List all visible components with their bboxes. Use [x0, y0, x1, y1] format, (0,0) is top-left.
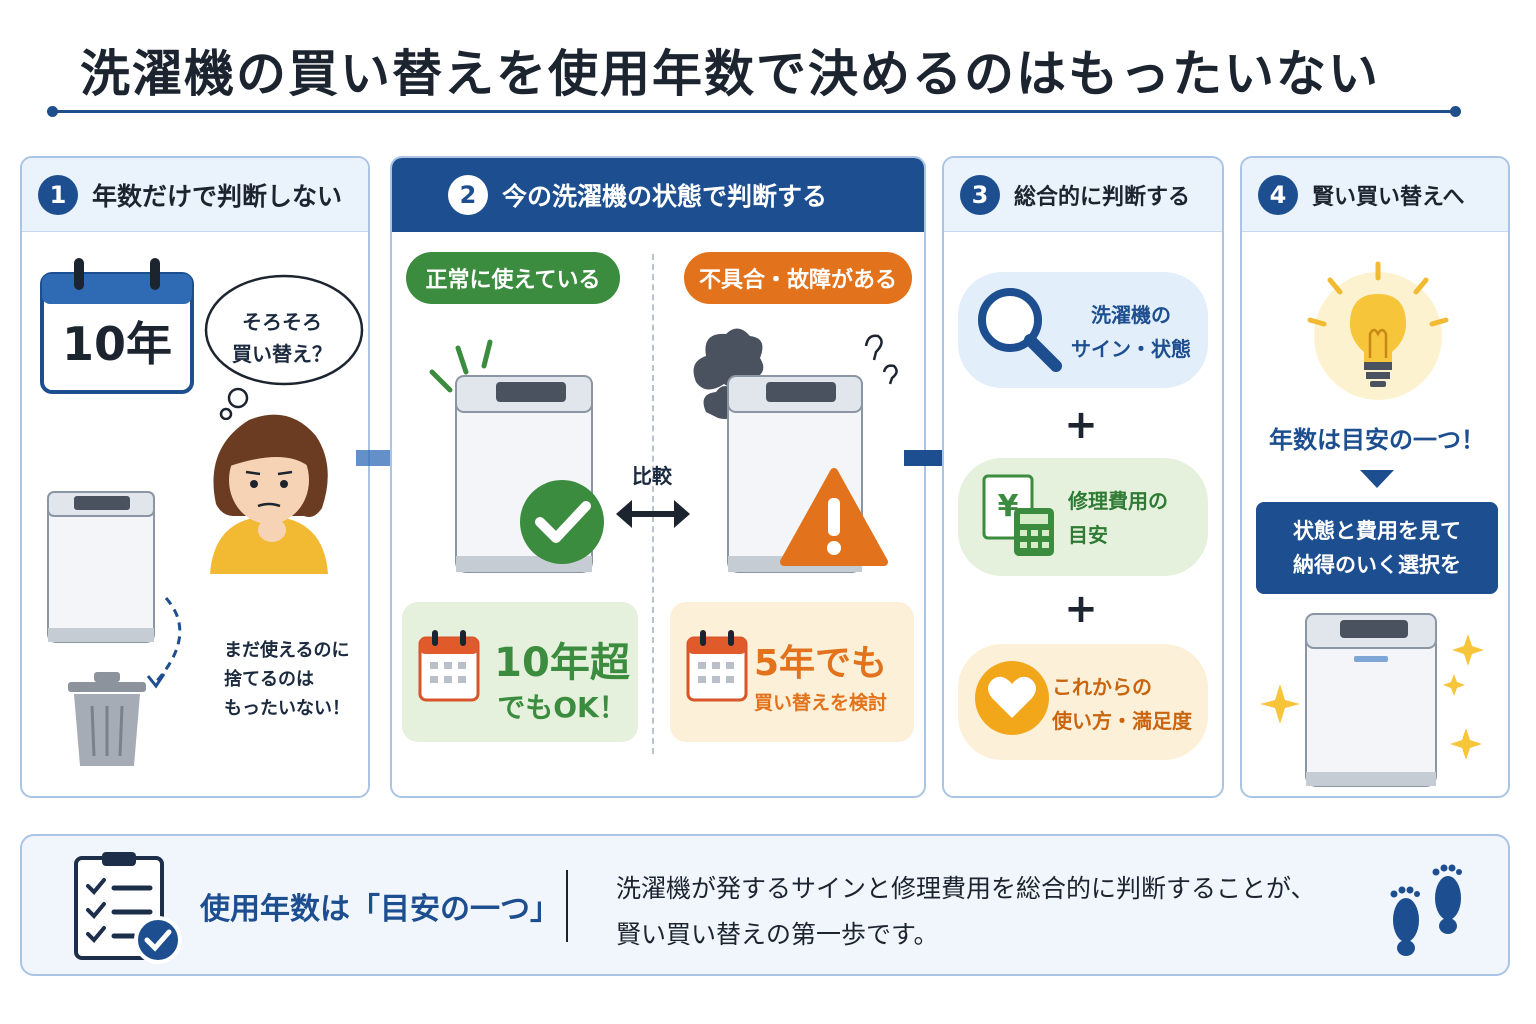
- thought-bubble-icon: [204, 274, 364, 420]
- panel-4-title: 賢い買い替えへ: [1312, 184, 1465, 210]
- malfunction-label: 不具合・故障がある: [684, 252, 912, 304]
- summary-banner: 使用年数は「目安の一つ」 洗濯機が発するサインと修理費用を総合的に判断することが…: [20, 834, 1510, 976]
- plus-sign-1: +: [1064, 402, 1098, 448]
- light-bulb-icon: [1307, 261, 1449, 400]
- magnifier-icon: [978, 288, 1062, 372]
- trash-can-icon: [68, 672, 146, 766]
- broken-washer-icon: [693, 328, 898, 573]
- panel-2-title: 今の洗濯機の状態で判断する: [502, 182, 828, 211]
- yen-calculator-icon: ¥: [982, 474, 1054, 556]
- panel-step-2: 2 今の洗濯機の状態で判断する 正常に使えている 不具合・故障がある 比較: [390, 156, 926, 798]
- compare-divider: [652, 254, 654, 754]
- step-2-number: 2: [448, 175, 488, 215]
- old-washing-machine-icon: [47, 491, 155, 643]
- plus-sign-2: +: [1064, 586, 1098, 632]
- conclusion-box: 状態と費用を見て 納得のいく選択を: [1256, 502, 1498, 594]
- panel-3-title: 総合的に判断する: [1014, 184, 1191, 210]
- footprints-icon: [1390, 864, 1462, 956]
- panel-step-4: 4 賢い買い替えへ 年数は目安の一つ！ 状態と費用を見て 納得のいく選択を: [1240, 156, 1510, 798]
- panel-step-3: 3 総合的に判断する 洗濯機の サイン・状態 + ¥ 修理費用の 目安 + これ…: [942, 156, 1224, 798]
- down-triangle-icon: [1360, 470, 1394, 488]
- long-use-ok-text: でもOK！: [497, 691, 627, 724]
- summary-divider: [566, 870, 568, 942]
- long-use-years: 10年超: [494, 640, 630, 686]
- wasteful-note: まだ使えるのに 捨てるのは もったいない！: [224, 640, 350, 719]
- panel-1-header: 1 年数だけで判断しない: [22, 158, 368, 232]
- thought-text: そろそろ 買い替え？: [232, 310, 332, 366]
- normal-label: 正常に使えている: [406, 252, 620, 304]
- repair-cost-label: 修理費用の 目安: [1068, 489, 1168, 547]
- worried-woman-icon: [210, 414, 328, 574]
- panel-2-header: 2 今の洗濯機の状態で判断する: [392, 158, 924, 232]
- step-4-number: 4: [1258, 174, 1298, 215]
- summary-message: 洗濯機が発するサインと修理費用を総合的に判断することが、 賢い買い替えの第一歩で…: [616, 874, 1316, 949]
- checklist-icon: [74, 852, 182, 964]
- panel-step-1: 1 年数だけで判断しない 10年 そろそろ 買い替え？ まだ使え: [20, 156, 370, 798]
- new-washing-machine-icon: [1260, 613, 1484, 787]
- calendar-small-green-icon: [418, 630, 480, 702]
- short-use-years: 5年でも: [754, 643, 888, 684]
- summary-heading: 使用年数は「目安の一つ」: [200, 892, 560, 927]
- signs-condition-label: 洗濯機の サイン・状態: [1071, 303, 1191, 361]
- panel-1-title: 年数だけで判断しない: [92, 181, 343, 211]
- heart-icon: [975, 661, 1049, 735]
- years-is-guideline: 年数は目安の一つ！: [1269, 426, 1485, 454]
- compare-arrow-icon: [616, 500, 690, 528]
- panel-4-header: 4 賢い買い替えへ: [1242, 158, 1508, 232]
- page-title: 洗濯機の買い替えを使用年数で決めるのはもったいない: [80, 45, 1380, 103]
- svg-text:¥: ¥: [998, 489, 1019, 524]
- step-3-number: 3: [960, 174, 1000, 215]
- future-usage-label: これからの 使い方・満足度: [1052, 675, 1192, 733]
- title-divider: [47, 106, 1461, 117]
- compare-label: 比較: [632, 464, 672, 488]
- calendar-small-orange-icon: [686, 630, 748, 702]
- step-1-number: 1: [38, 174, 78, 215]
- dashed-arrow-icon: [146, 597, 182, 689]
- short-use-replace-text: 買い替えを検討: [754, 692, 888, 714]
- panel-3-header: 3 総合的に判断する: [944, 158, 1222, 232]
- working-washer-icon: [429, 339, 604, 573]
- calendar-years-label: 10年: [61, 317, 172, 371]
- calendar-icon: [40, 258, 194, 394]
